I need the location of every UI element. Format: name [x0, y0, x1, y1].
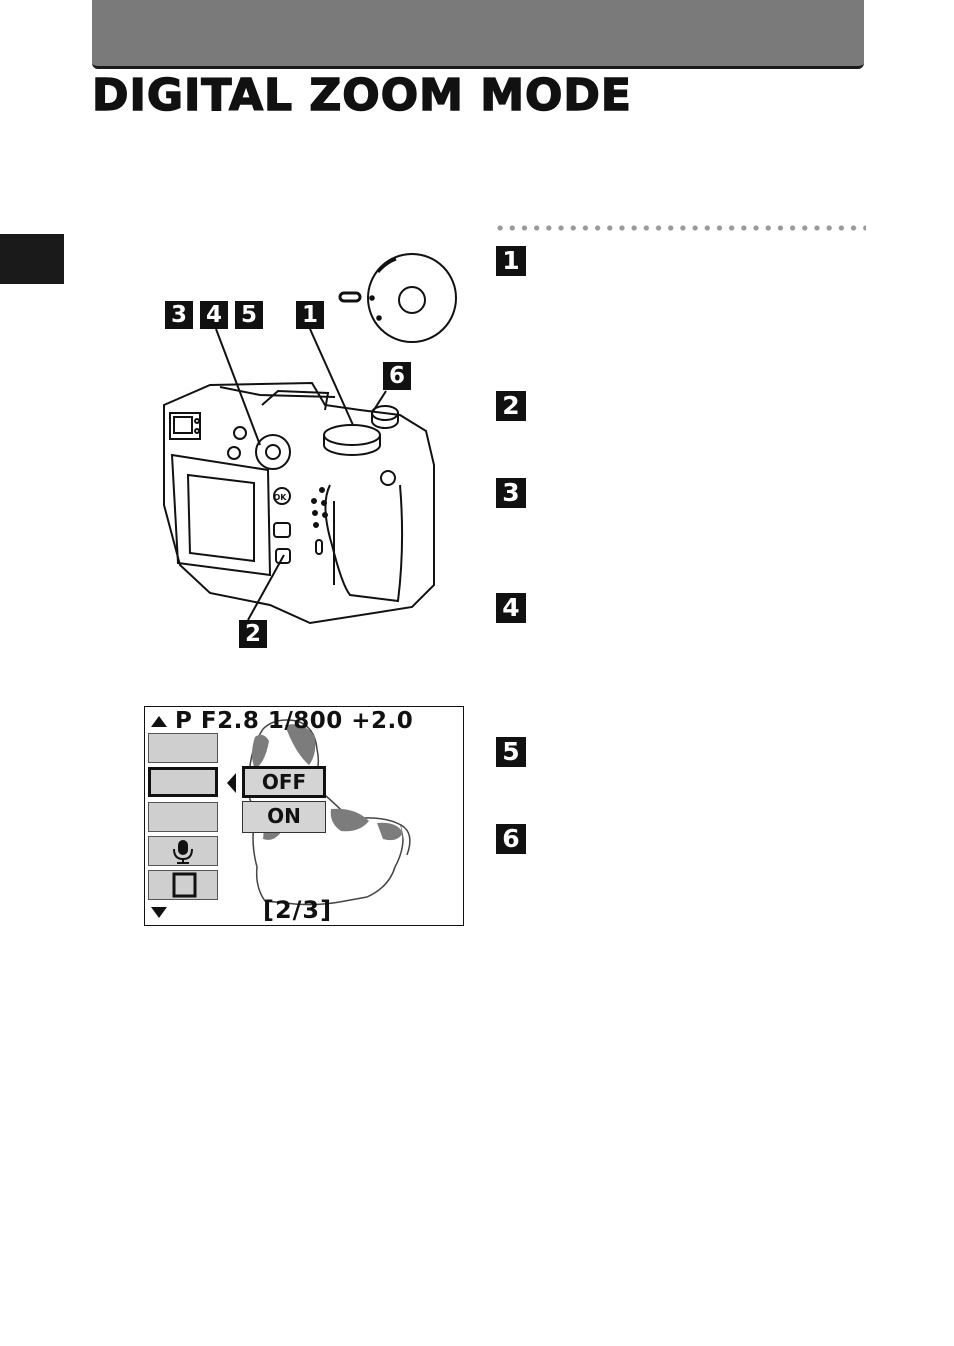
camera-callout-5: 5 — [235, 301, 263, 329]
menu-item-3[interactable] — [148, 802, 218, 832]
step-number-3: 3 — [496, 478, 526, 508]
triangle-down-icon — [151, 907, 167, 918]
camera-callout-1: 1 — [296, 301, 324, 329]
triangle-up-icon — [151, 716, 167, 727]
menu-item-card[interactable] — [148, 870, 218, 900]
camera-callout-2: 2 — [239, 620, 267, 648]
menu-item-1[interactable] — [148, 733, 218, 763]
camera-callout-6: 6 — [383, 362, 411, 390]
camera-callout-3: 3 — [165, 301, 193, 329]
step-number-4: 4 — [496, 593, 526, 623]
step-number-5: 5 — [496, 737, 526, 767]
card-icon — [172, 872, 197, 898]
option-off[interactable]: OFF — [242, 766, 326, 798]
side-tab-marker — [0, 234, 64, 284]
option-on[interactable]: ON — [242, 801, 326, 833]
menu-item-record-sound[interactable] — [148, 836, 218, 866]
page-title: DIGITAL ZOOM MODE — [91, 69, 632, 122]
camera-illustration: OK — [163, 253, 457, 625]
dotted-divider — [494, 224, 866, 232]
lcd-menu-screen: P F2.8 1/800 +2.0 OFF ON [2/3] — [144, 706, 464, 926]
triangle-left-icon — [227, 773, 236, 793]
step-number-1: 1 — [496, 246, 526, 276]
step-number-2: 2 — [496, 391, 526, 421]
step-number-6: 6 — [496, 824, 526, 854]
lcd-status-line: P F2.8 1/800 +2.0 — [175, 708, 414, 734]
page-indicator: [2/3] — [263, 896, 333, 924]
header-bar — [92, 0, 864, 69]
menu-item-digital-zoom[interactable] — [148, 767, 218, 797]
microphone-icon — [173, 840, 193, 864]
camera-callout-4: 4 — [200, 301, 228, 329]
ok-button-label: OK — [274, 493, 288, 502]
